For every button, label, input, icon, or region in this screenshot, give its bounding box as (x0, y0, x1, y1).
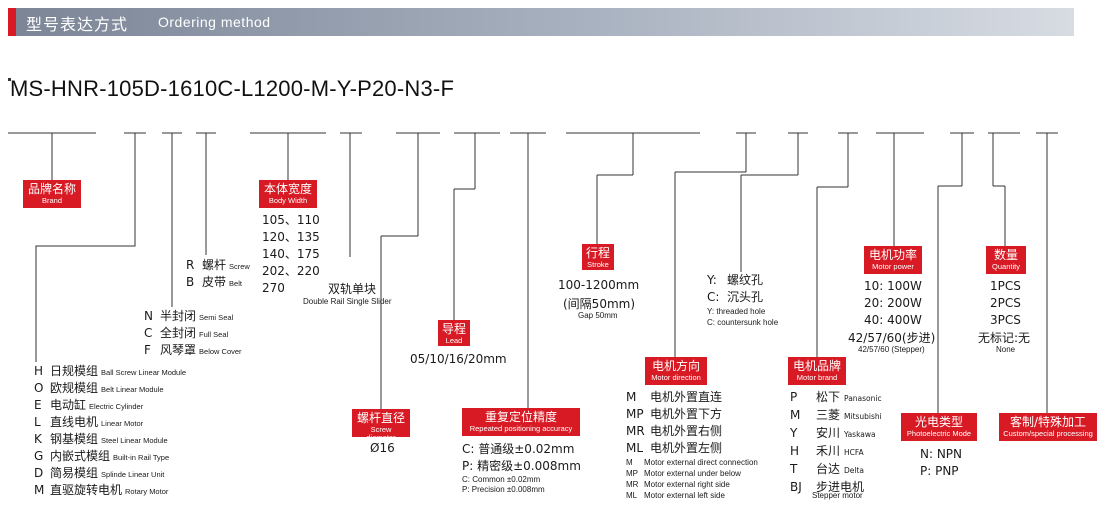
hole-notes: Y: threaded hole C: countersunk hole (707, 307, 779, 327)
lead-value: 05/10/16/20mm (410, 352, 507, 366)
header-title-en: Ordering method (158, 14, 271, 30)
list-item: 2PCS (990, 296, 1021, 310)
list-item: 105、110 (262, 213, 320, 227)
list-item: P: PNP (920, 464, 959, 478)
list-item: P: 精密级±0.008mm (462, 459, 581, 473)
tag-photoelectric: 光电类型 Photoelectric Mode (901, 413, 977, 441)
section-header: 型号表达方式 Ordering method (8, 8, 1074, 36)
accuracy-notes: C: Common ±0.02mm P: Precision ±0.008mm (462, 475, 545, 494)
list-item: N: NPN (920, 447, 963, 461)
stroke-gap-en: Gap 50mm (578, 311, 618, 320)
tag-motor-direction: 电机方向 Motor direction (645, 357, 707, 385)
tag-custom: 客制/特殊加工 Custom/special processing (999, 413, 1097, 441)
tag-lead: 导程 Lead (438, 320, 470, 346)
list-item: 3PCS (990, 313, 1021, 327)
tag-brand-cn: 品牌名称 (27, 182, 76, 196)
tag-body-width: 本体宽度 Body Width (259, 180, 317, 208)
screw-diameter-value: Ø16 (370, 441, 395, 455)
quantity-note: None (996, 345, 1016, 354)
body-width-values: 105、110 120、135 140、175 202、220 270 (262, 212, 320, 297)
list-item: C:沉头孔 (707, 290, 764, 304)
header-accent-bar (8, 8, 16, 36)
slider-en: Double Rail Single Slider (303, 297, 392, 306)
tag-brand-en: Brand (41, 196, 62, 205)
list-item: Y:螺纹孔 (707, 273, 764, 287)
list-item: C: 普通级±0.02mm (462, 442, 575, 456)
motor-power-stepper: 42/57/60(步进) (848, 331, 936, 345)
slider-cn: 双轨单块 (328, 282, 377, 296)
list-item: 20: 200W (864, 296, 922, 310)
motor-power-note: 42/57/60 (Stepper) (858, 345, 925, 354)
stroke-gap: (间隔50mm) (563, 297, 636, 311)
model-code: MS-HNR-105D-1610C-L1200-M-Y-P20-N3-F (10, 76, 455, 101)
list-item: 40: 400W (864, 313, 922, 327)
tag-screw-diameter: 螺杆直径 Screw diameter (352, 409, 410, 441)
list-item: 202、220 (262, 264, 320, 278)
quantity-values: 1PCS 2PCS 3PCS (990, 278, 1021, 329)
list-item: 140、175 (262, 247, 320, 261)
tag-accuracy: 重复定位精度 Repeated positioning accuracy (462, 408, 580, 436)
tag-stroke: 行程 Stroke (582, 244, 614, 270)
photoelectric-values: N: NPN P: PNP (920, 446, 962, 480)
tag-motor-power: 电机功率 Motor power (864, 246, 922, 274)
bullet-dot (8, 78, 11, 81)
tag-brand: 品牌名称 Brand (23, 180, 81, 208)
quantity-none: 无标记:无 (978, 331, 1031, 345)
list-item: 10: 100W (864, 279, 922, 293)
tag-motor-brand: 电机品牌 Motor brand (788, 357, 846, 385)
motor-brand-stepper-en: Stepper motor (812, 491, 863, 500)
header-title-cn: 型号表达方式 (26, 15, 129, 34)
list-item: 1PCS (990, 279, 1021, 293)
accuracy-values: C: 普通级±0.02mm P: 精密级±0.008mm (462, 441, 581, 475)
tag-quantity: 数量 Quantity (986, 246, 1026, 274)
motor-power-values: 10: 100W 20: 200W 40: 400W (864, 278, 922, 329)
hole-list: Y:螺纹孔 C:沉头孔 (707, 272, 763, 306)
list-item: 120、135 (262, 230, 320, 244)
stroke-value: 100-1200mm (558, 278, 640, 292)
list-item: 270 (262, 281, 285, 295)
